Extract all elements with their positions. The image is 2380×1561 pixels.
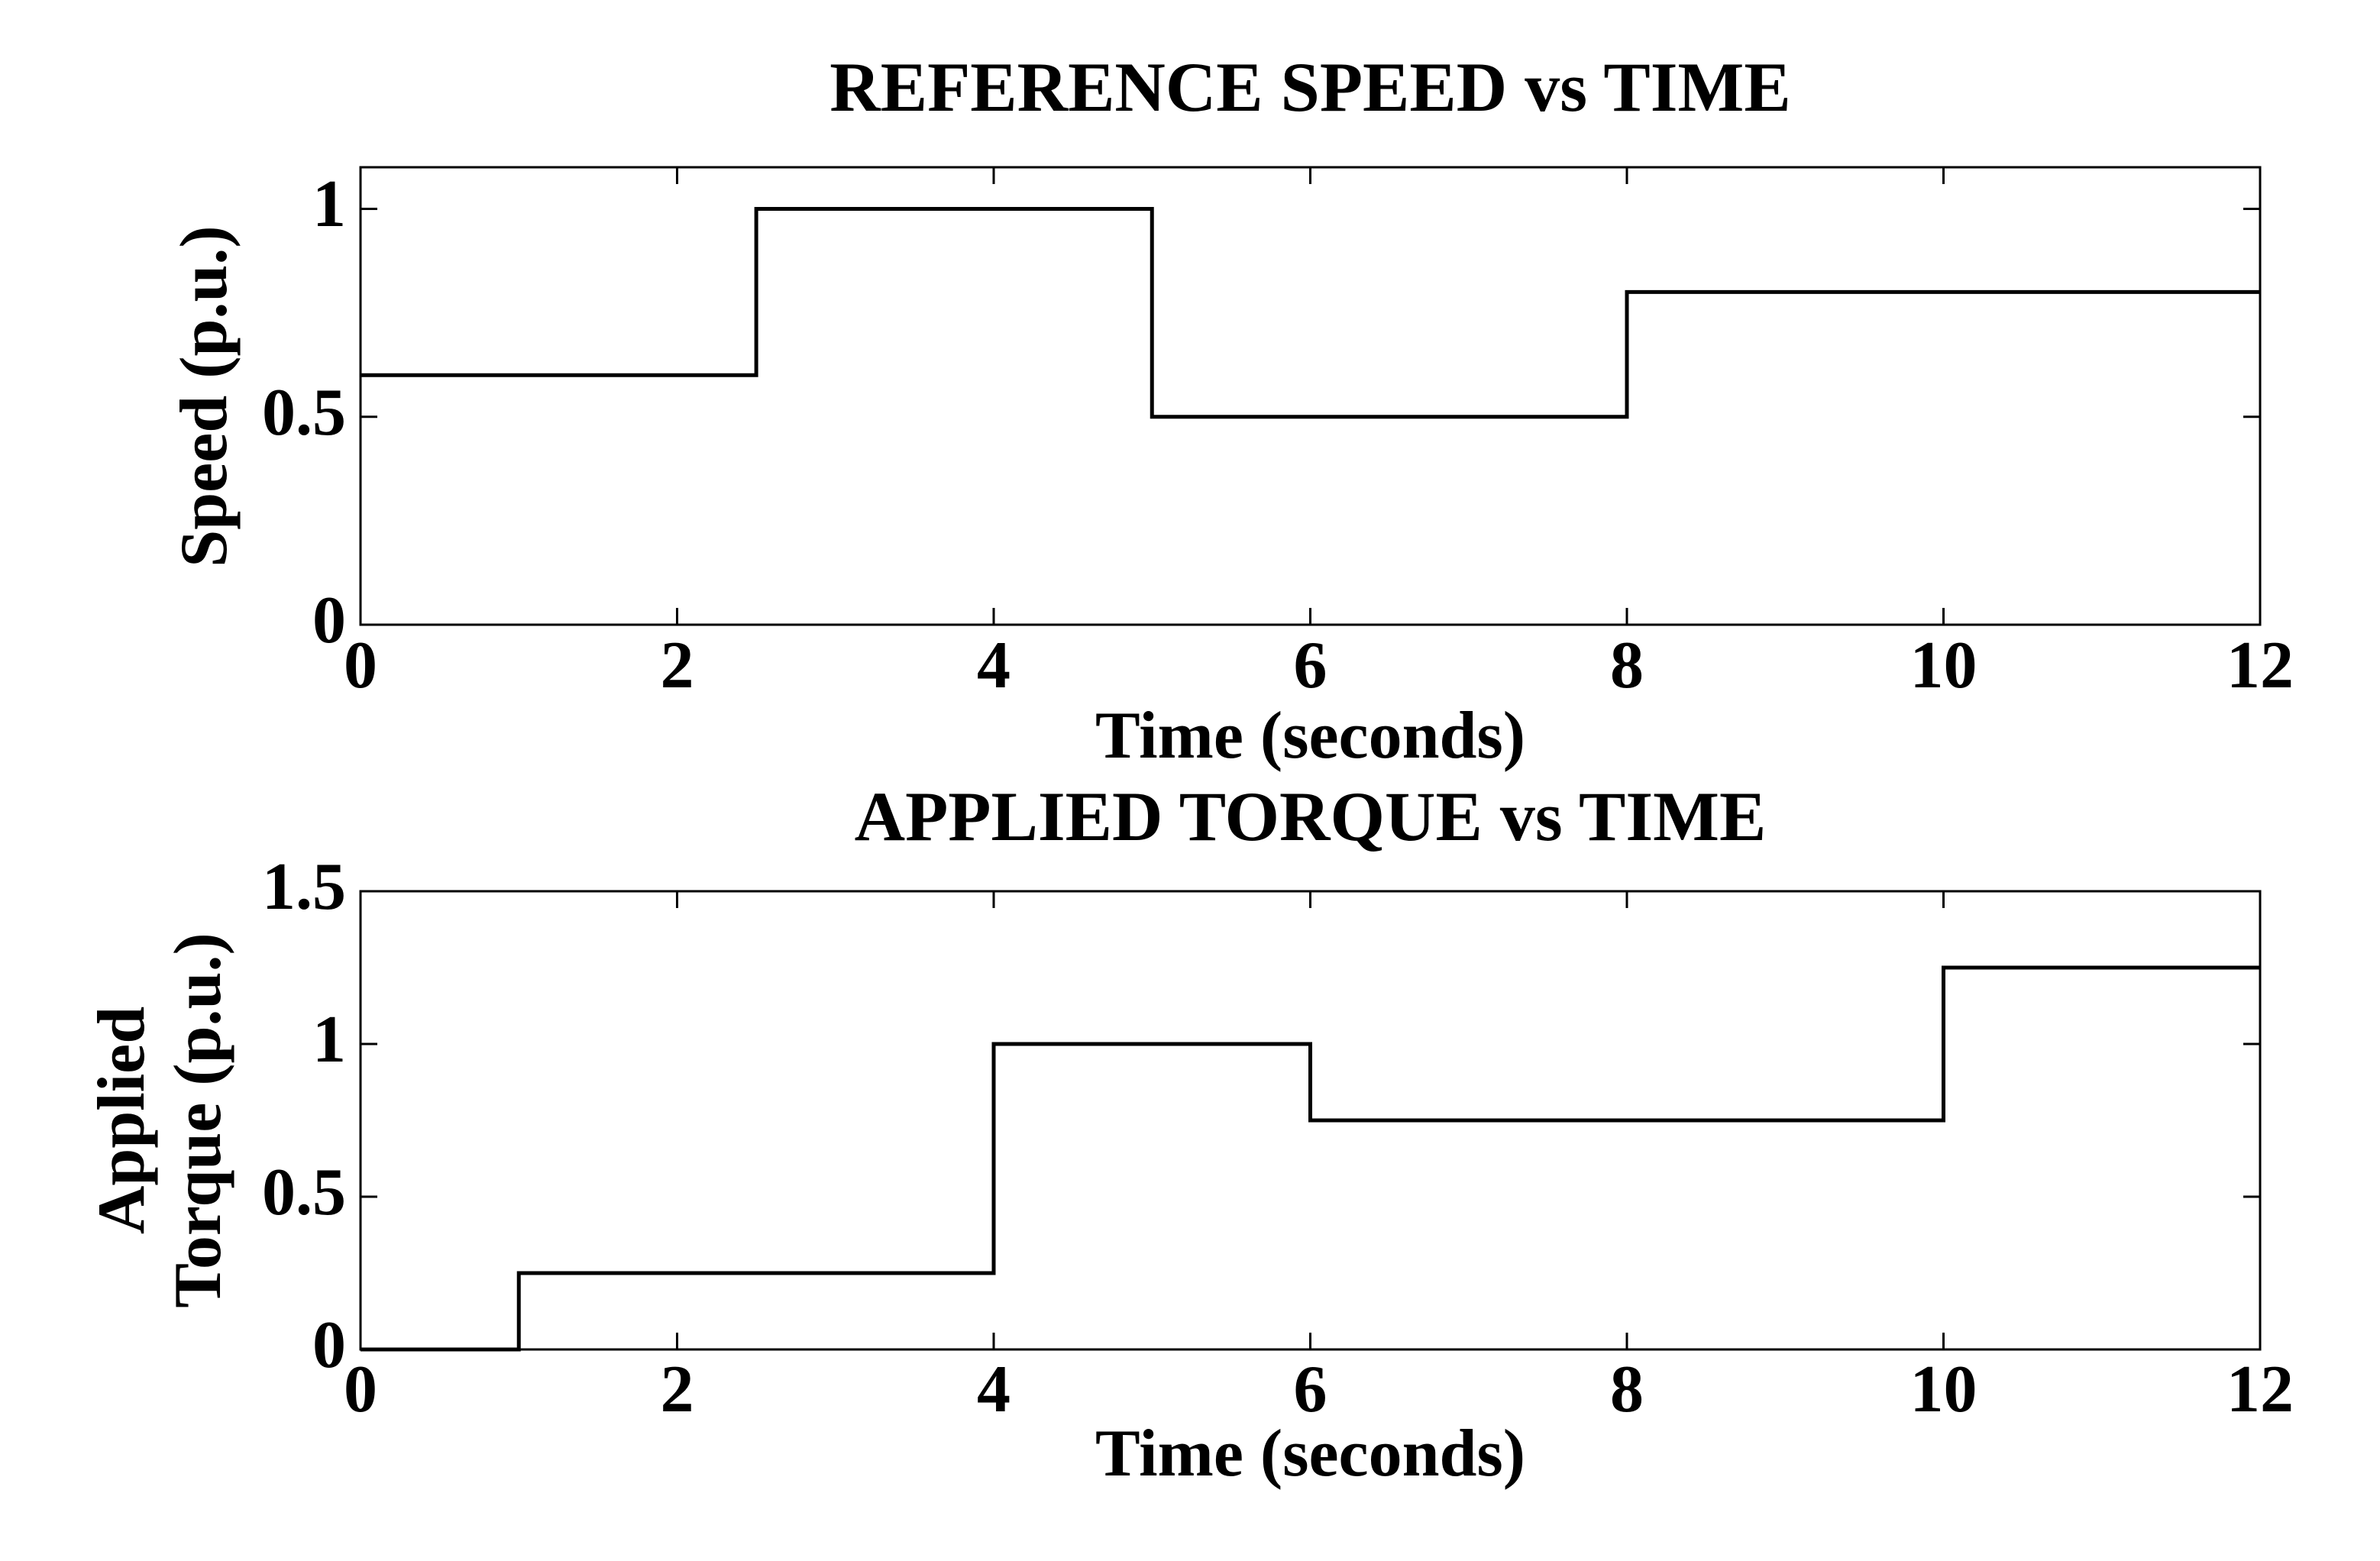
y-tick-label: 1 [312, 167, 346, 242]
x-tick-label: 0 [344, 1353, 377, 1427]
x-tick-label: 6 [1293, 1353, 1327, 1427]
x-tick-label: 4 [977, 629, 1011, 703]
chart-title: APPLIED TORQUE vs TIME [854, 777, 1767, 855]
y-axis-label: Applied Torque (p.u.) [85, 932, 235, 1308]
x-tick-label: 0 [344, 629, 377, 703]
x-tick-label: 8 [1610, 629, 1644, 703]
y-tick-label: 1.5 [262, 850, 346, 924]
x-axis-label: Time (seconds) [1095, 699, 1526, 773]
x-tick-label: 10 [1909, 1353, 1977, 1427]
x-axis-label: Time (seconds) [1095, 1417, 1526, 1491]
y-tick-label: 0 [312, 583, 346, 658]
x-tick-label: 6 [1293, 629, 1327, 703]
x-tick-label: 12 [2226, 629, 2294, 703]
chart-title: REFERENCE SPEED vs TIME [829, 48, 1791, 126]
plot-area [359, 890, 2262, 1352]
data-line [361, 965, 2260, 1352]
x-tick-label: 2 [660, 629, 694, 703]
data-line [361, 206, 2260, 419]
x-tick-label: 12 [2226, 1353, 2294, 1427]
y-tick-label: 0 [312, 1308, 346, 1382]
y-tick-label: 1 [312, 1003, 346, 1077]
x-tick-label: 8 [1610, 1353, 1644, 1427]
y-tick-label: 0.5 [262, 1155, 346, 1230]
plot-area [359, 166, 2262, 626]
x-tick-label: 4 [977, 1353, 1011, 1427]
y-tick-label: 0.5 [262, 375, 346, 450]
x-tick-label: 10 [1909, 629, 1977, 703]
x-tick-label: 2 [660, 1353, 694, 1427]
